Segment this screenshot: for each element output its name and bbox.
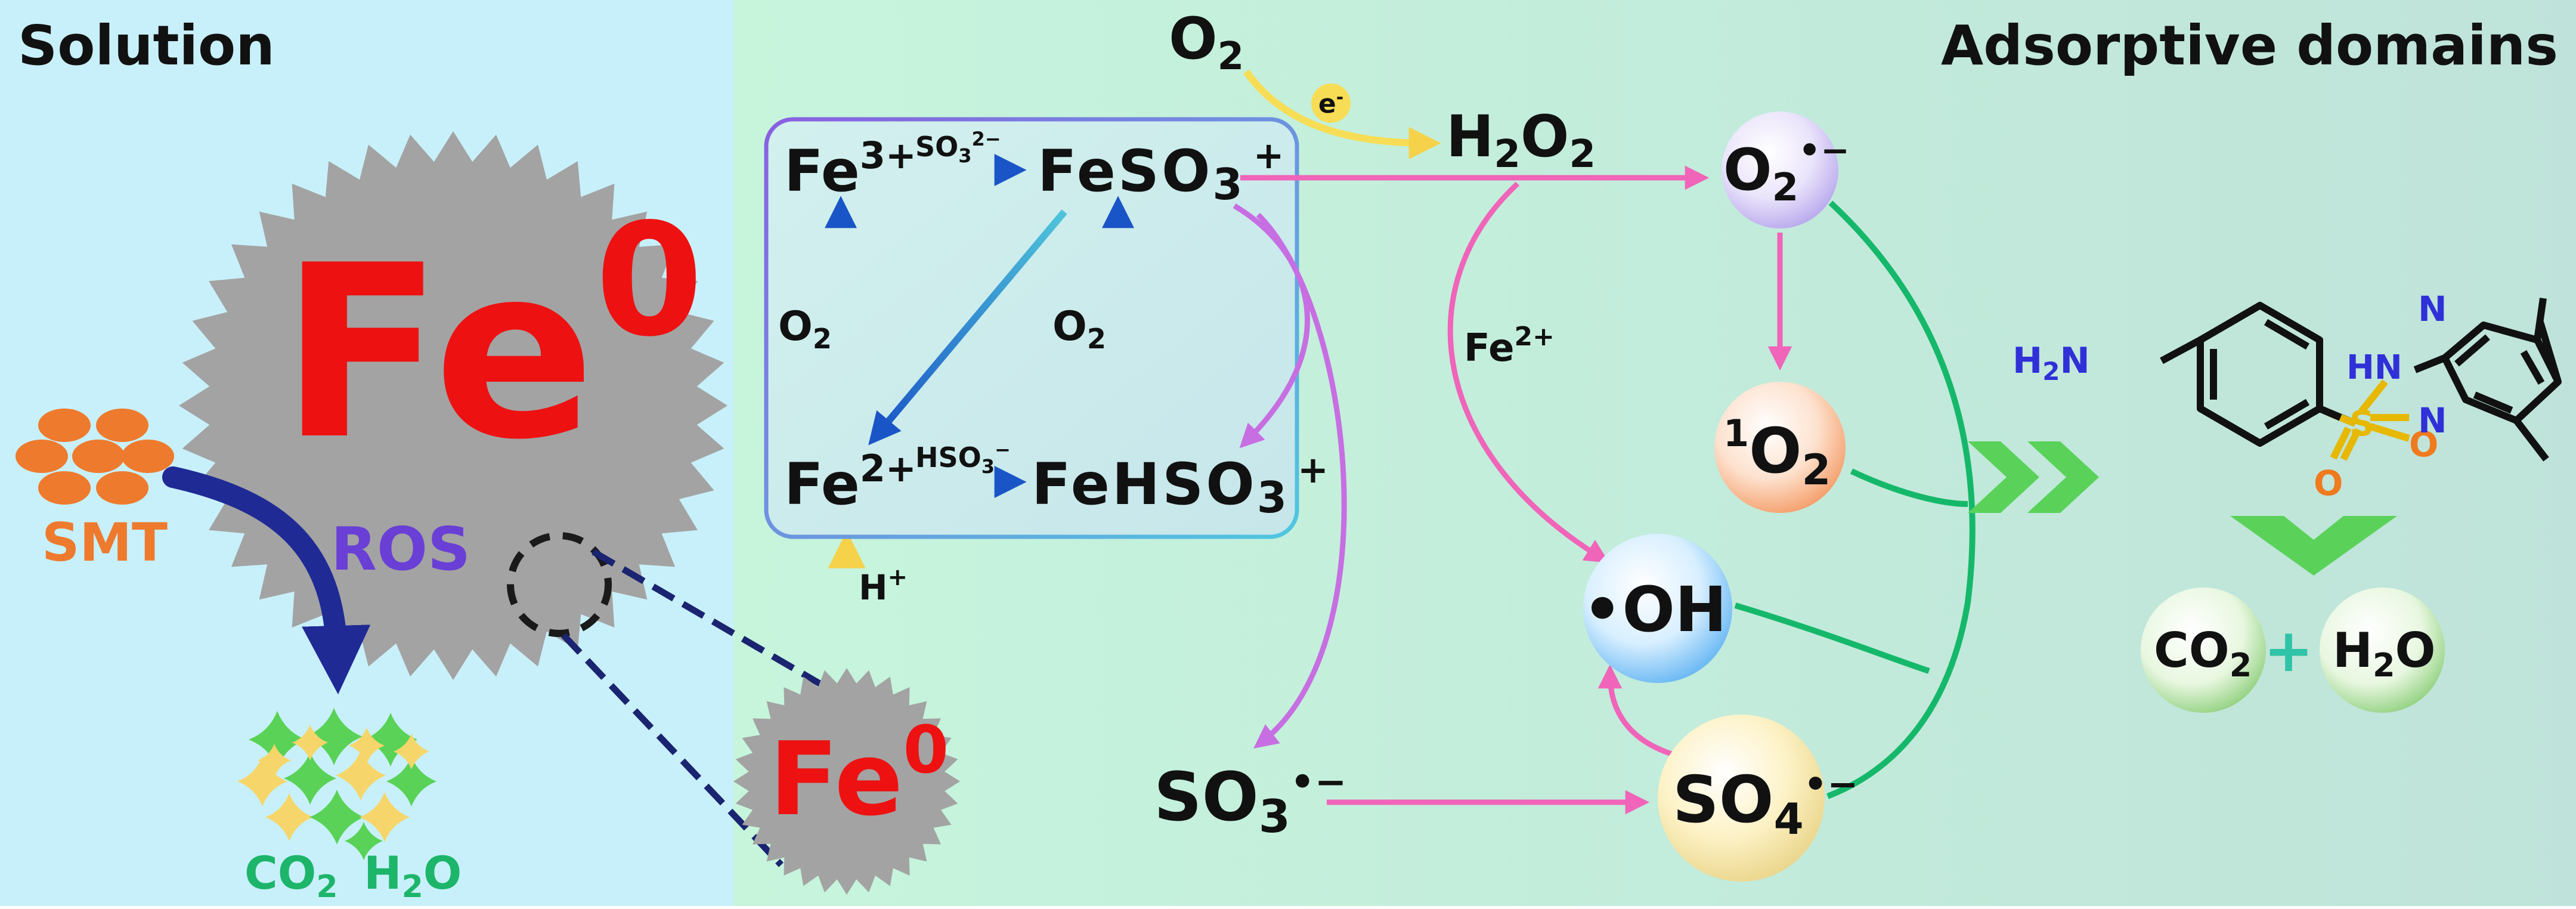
co2-final-node xyxy=(2141,588,2266,713)
zoom-circle xyxy=(507,532,612,637)
molecule-atom-labels: H2N HN S O O N N xyxy=(2012,289,2447,503)
superoxide-node xyxy=(1722,112,1838,228)
down-chevron-icon xyxy=(2230,516,2397,576)
sparkle-icon xyxy=(336,750,386,800)
smt-label: SMT xyxy=(42,512,168,573)
small-particle-icon xyxy=(733,668,960,895)
sulfamethazine-molecule xyxy=(2160,298,2562,462)
sparkle-icon xyxy=(292,725,328,760)
nitrogen-top-label: N xyxy=(2418,289,2447,329)
large-particle-label: Fe0 xyxy=(280,191,703,492)
small-particle-label: Fe0 xyxy=(769,712,949,839)
o2-top-label: O2 xyxy=(1169,5,1244,79)
sparkle-icon xyxy=(364,713,417,766)
sparkle-cluster xyxy=(237,708,436,860)
sulfate-to-hydroxyl-arrow xyxy=(1597,664,1686,760)
h2o2-label: H2O2 xyxy=(1446,103,1596,177)
sparkle-icon xyxy=(394,734,429,769)
fe2-catalyst-label: Fe2+ xyxy=(1464,321,1555,370)
sulfate-radical-node xyxy=(1658,715,1825,882)
hso3-arrow-label: HSO3− xyxy=(915,438,1011,478)
zoom-line-top xyxy=(592,549,831,692)
superoxide-label: O2•− xyxy=(1723,130,1850,210)
feso3-label: FeSO3+ xyxy=(1038,134,1287,209)
green-links xyxy=(1734,200,1976,799)
electron-label: e- xyxy=(1318,87,1343,119)
so3-radical-label: SO3•− xyxy=(1154,759,1346,843)
sparkle-icon xyxy=(305,708,363,765)
sparkle-icon xyxy=(349,728,385,763)
o2-right-label: O2 xyxy=(1052,303,1106,355)
sparkle-icon xyxy=(360,792,410,842)
h2o-final-node xyxy=(2320,588,2445,713)
h2o-final-label: H2O xyxy=(2333,623,2436,684)
singlet-oxygen-node xyxy=(1714,382,1846,513)
sulfur-label: S xyxy=(2349,403,2374,444)
feso3-to-so3-radical-arrow xyxy=(1253,212,1347,749)
nitrogen-bottom-label: N xyxy=(2418,400,2447,441)
sulfate-radical-label: SO4•− xyxy=(1673,762,1858,844)
adsorptive-domains-title: Adsorptive domains xyxy=(1941,14,2558,78)
plus-icon: + xyxy=(2264,616,2314,685)
fehso3-label: FeHSO3+ xyxy=(1032,448,1331,522)
oxygen-right-label: O xyxy=(2409,424,2438,465)
sparkle-icon xyxy=(237,756,287,806)
ros-curved-arrow xyxy=(162,466,371,695)
sparkle-icon xyxy=(309,790,364,845)
co2-final-label: CO2 xyxy=(2154,623,2252,684)
hn-label: HN xyxy=(2346,348,2402,387)
amine-label: H2N xyxy=(2012,340,2090,386)
electron-icon xyxy=(1311,84,1351,123)
sparkle-icon xyxy=(265,793,313,841)
sparkle-icon xyxy=(345,822,383,860)
h2o-product-label: H2O xyxy=(364,846,462,905)
hydroxyl-label: •OH xyxy=(1583,573,1727,646)
sparkle-icon xyxy=(249,711,306,768)
large-particle-icon xyxy=(179,131,727,680)
solution-title: Solution xyxy=(18,14,275,78)
o2-to-h2o2-arrow xyxy=(1243,69,1441,159)
oxygen-bottom-label: O xyxy=(2314,463,2343,503)
double-chevron-icon xyxy=(1968,441,2099,513)
sparkle-icon xyxy=(386,756,436,806)
zoom-line-bottom xyxy=(561,633,784,867)
feso3-to-fe2-arrow xyxy=(868,209,1067,446)
h-plus-label: H+ xyxy=(859,564,908,608)
hydroxyl-node xyxy=(1583,534,1732,683)
sparkle-icon xyxy=(284,752,336,805)
smt-dots xyxy=(16,409,174,505)
h2o2-to-hydroxyl-arrow xyxy=(1447,181,1609,563)
o2-left-label: O2 xyxy=(778,303,832,355)
sparkle-icon xyxy=(258,744,291,777)
so3-arrow-label: SO32− xyxy=(915,128,1001,167)
singlet-oxygen-label: 1O2 xyxy=(1723,412,1831,494)
ros-label: ROS xyxy=(331,514,470,584)
co2-product-label: CO2 xyxy=(244,846,338,905)
